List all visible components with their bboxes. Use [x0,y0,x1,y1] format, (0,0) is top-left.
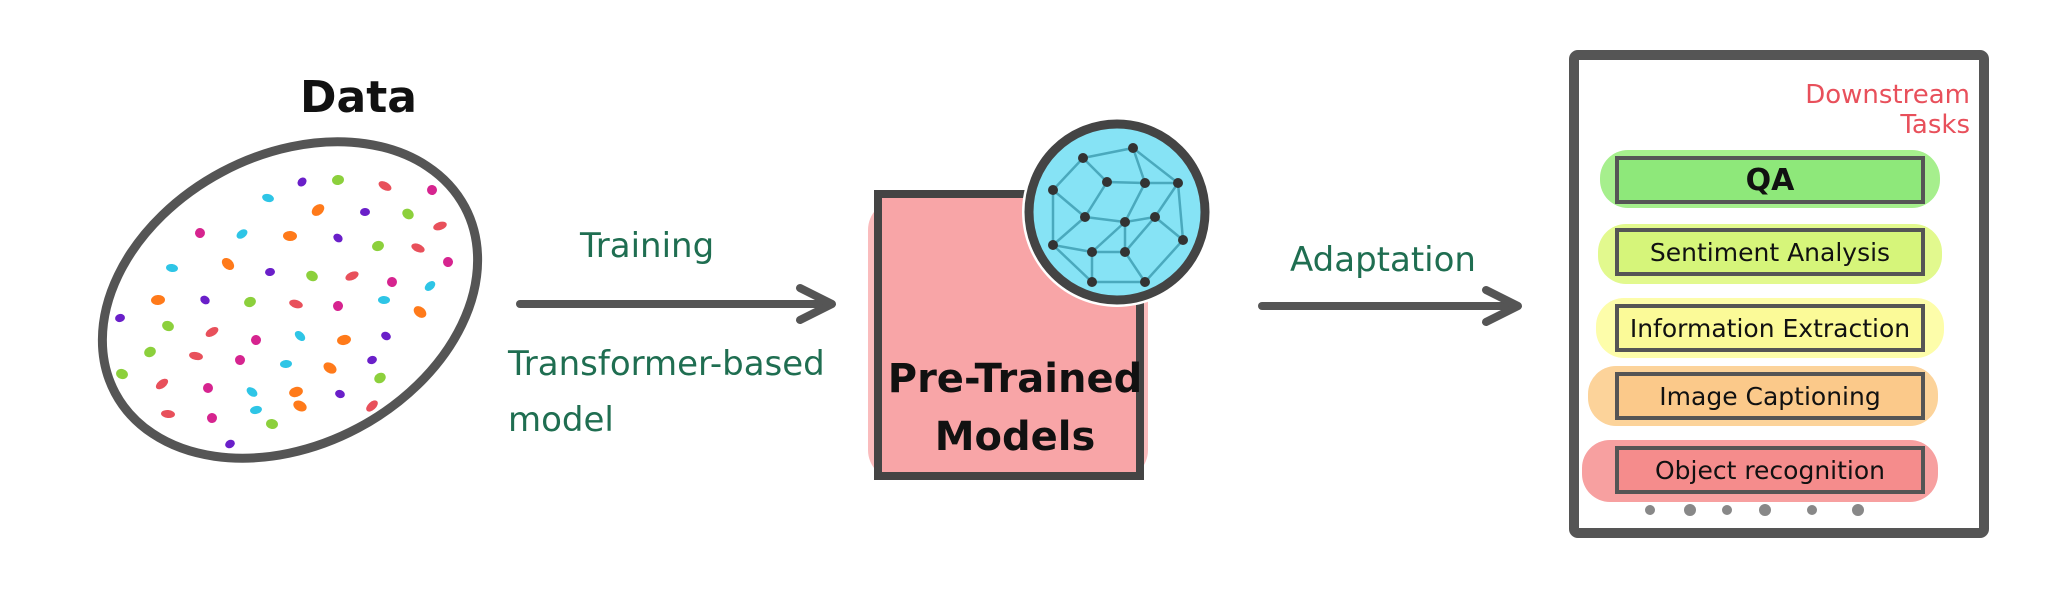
data-point [374,372,386,384]
downstream-frame [1569,50,1989,538]
data-point [161,409,175,419]
model-type-label: Transformer-based model [508,336,868,448]
data-ellipse [97,137,483,463]
data-point [166,263,178,273]
data-point [424,281,436,291]
data-point [387,277,397,287]
data-point [235,355,245,365]
data-point [289,386,303,398]
data-point [280,359,292,369]
data-point [335,389,345,399]
data-point [333,233,343,243]
data-point [360,207,370,217]
data-point [378,181,392,191]
data-title: Data [300,72,417,123]
adaptation-label: Adaptation [1290,240,1476,280]
data-point [366,400,378,412]
task-information-extraction: Information Extraction [1615,304,1925,352]
more-tasks-dots [1645,504,1864,516]
data-point [221,257,235,271]
data-point [195,228,205,238]
adaptation-arrow [1258,286,1522,326]
data-point [116,368,128,380]
data-point [433,221,447,231]
data-point [402,208,414,220]
data-point [189,351,203,361]
task-object-recognition: Object recognition [1615,446,1925,494]
data-point [411,243,425,253]
data-point [203,383,213,393]
data-point [293,400,307,412]
data-point [151,294,165,306]
data-point [345,271,359,281]
data-point [244,296,256,308]
training-arrow [516,284,836,324]
task-qa: QA [1615,156,1925,204]
model-type-line1: Transformer-based [508,344,825,384]
data-point [311,204,325,216]
data-point [205,327,219,337]
neural-network-icon [1022,117,1212,307]
data-point [115,313,125,323]
data-point [427,185,437,195]
data-point [443,257,453,267]
data-point [413,306,427,318]
data-point [206,413,217,423]
data-point [297,177,307,187]
data-point [337,334,351,346]
task-image-captioning: Image Captioning [1615,372,1925,420]
data-point [225,439,235,449]
data-point [246,387,258,397]
data-point [332,174,344,186]
data-point [144,346,156,358]
data-point [378,295,390,305]
training-label: Training [580,226,715,266]
pretrained-label: Pre-Trained Models [880,350,1150,466]
data-point [266,418,278,430]
data-point [251,335,261,345]
task-sentiment-analysis: Sentiment Analysis [1615,228,1925,276]
data-point [162,320,174,332]
data-point [262,193,274,203]
data-point [200,295,210,305]
data-point [381,331,391,341]
pretrained-line2: Models [934,414,1096,460]
data-point [265,267,275,277]
data-point [333,301,343,311]
data-point [236,229,248,239]
data-point [155,378,169,390]
data-point [323,362,337,374]
model-type-line2: model [508,400,614,440]
data-point [306,270,318,282]
data-point [250,405,262,415]
data-point [294,330,306,342]
data-points [115,174,453,449]
downstream-title: Downstream Tasks [1805,80,1970,140]
data-point [372,240,384,252]
data-point [283,230,297,242]
data-point [367,355,377,365]
data-point [289,299,303,309]
pretrained-line1: Pre-Trained [887,356,1143,402]
